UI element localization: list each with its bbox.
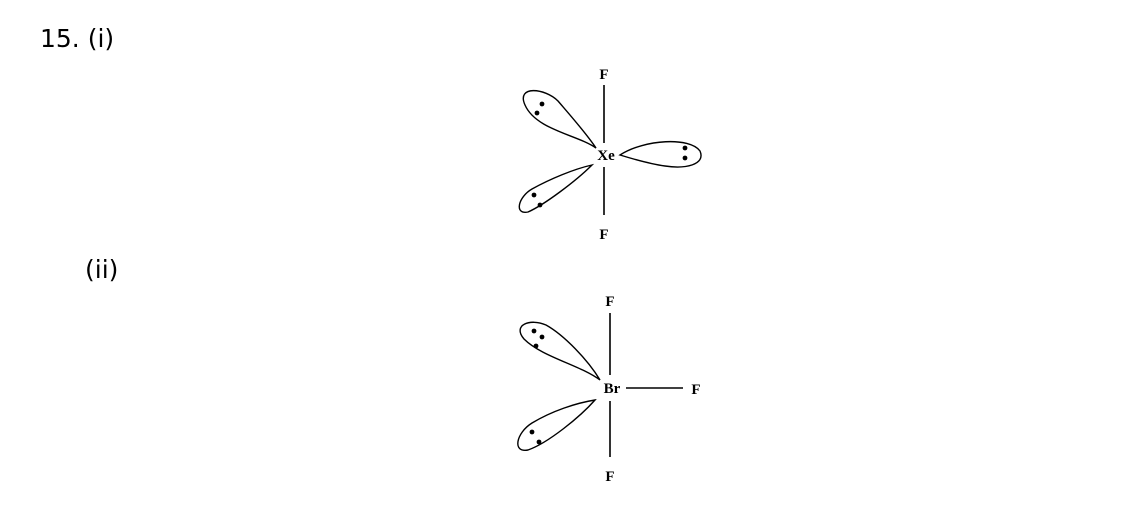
brf3-lone-pair-lower-left	[517, 399, 597, 451]
xef2-structure-diagram: F Xe F	[518, 67, 702, 243]
xef2-lone-pair-lower-left	[518, 163, 595, 213]
brf3-center-bromine: Br	[604, 381, 621, 397]
xef2-center-xenon: Xe	[597, 148, 615, 164]
brf3-bottom-fluorine: F	[605, 469, 614, 485]
part-ii-label: (ii)	[85, 255, 119, 284]
xef2-lone-pair-upper-left	[522, 90, 597, 149]
brf3-electron-dot	[529, 429, 535, 435]
brf3-top-fluorine: F	[605, 294, 614, 310]
brf3-electron-dot	[536, 439, 542, 445]
brf3-electron-dot	[533, 343, 539, 349]
xef2-electron-dot	[537, 202, 543, 208]
xef2-electron-dot	[534, 110, 540, 116]
xef2-electron-dot	[682, 145, 688, 151]
brf3-lone-pair-upper-left	[519, 321, 601, 381]
xef2-electron-dot	[539, 101, 545, 107]
xef2-lone-pair-right	[618, 141, 702, 168]
brf3-right-fluorine: F	[691, 382, 700, 398]
xef2-bottom-fluorine: F	[599, 227, 608, 243]
question-number-label: 15. (i)	[40, 24, 115, 53]
brf3-structure-diagram: F Br F F	[517, 294, 701, 485]
xef2-electron-dot	[531, 192, 537, 198]
xef2-top-fluorine: F	[599, 67, 608, 83]
xef2-electron-dot	[682, 155, 688, 161]
brf3-electron-dot	[531, 328, 537, 334]
brf3-electron-dot	[539, 334, 545, 340]
